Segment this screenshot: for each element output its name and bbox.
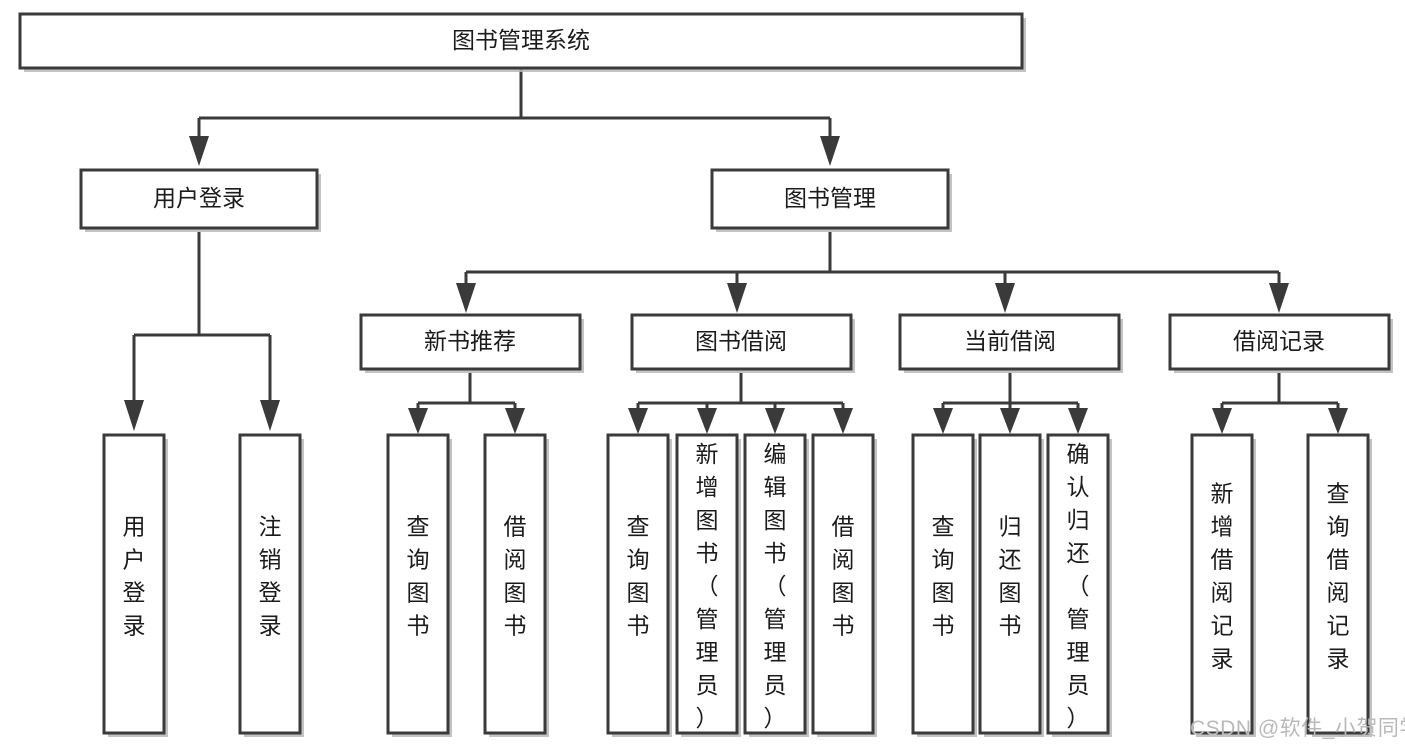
arrow-bm-to-borrowrecord (1269, 283, 1289, 313)
node-current-borrow[interactable]: 当前借阅 (898, 313, 1123, 373)
leaf-query-record[interactable]: 查询借阅记录 (1306, 433, 1372, 737)
arrow-bb-leaf-4 (833, 408, 853, 434)
leaf-add-record-label: 新增借阅记录 (1211, 481, 1234, 672)
node-current-borrow-label: 当前借阅 (964, 328, 1056, 354)
leaf-query-book-3-box (911, 433, 975, 735)
leaf-edit-book-label: 编辑图书（管理员） (764, 441, 787, 731)
leaf-return-book[interactable]: 归还图书 (978, 433, 1044, 737)
leaf-query-book-1-box (386, 433, 450, 735)
node-user-login-box (79, 168, 319, 230)
arrow-cb-leaf-1 (933, 408, 953, 434)
arrow-userlogin-leaf-2 (260, 400, 280, 431)
leaf-query-book-3[interactable]: 查询图书 (911, 433, 977, 737)
node-borrow-record-label: 借阅记录 (1233, 328, 1325, 354)
leaf-return-book-label: 归还图书 (999, 514, 1022, 639)
leaf-confirm-return-label: 确认归还（管理员） (1067, 441, 1090, 731)
node-book-manage-box (710, 168, 950, 230)
arrow-br-leaf-2 (1328, 408, 1348, 434)
node-new-book-rec-box (359, 313, 582, 371)
leaf-add-book-label: 新增图书（管理员） (696, 441, 719, 731)
leaf-borrow-book-2-label: 借阅图书 (832, 514, 855, 639)
leaf-query-book-3-label: 查询图书 (932, 514, 955, 639)
leaf-user-logout[interactable]: 注销登录 (238, 433, 304, 737)
node-book-borrow-label: 图书借阅 (695, 328, 787, 354)
arrow-root-to-userlogin (189, 136, 209, 166)
leaf-borrow-book-1-label: 借阅图书 (504, 514, 527, 639)
leaf-edit-book-box (743, 433, 807, 735)
leaf-query-book-1-label: 查询图书 (407, 514, 430, 639)
leaf-add-book-box (675, 433, 739, 735)
leaf-borrow-book-2[interactable]: 借阅图书 (811, 433, 877, 737)
node-book-manage[interactable]: 图书管理 (710, 168, 952, 232)
leaf-query-record-label: 查询借阅记录 (1327, 481, 1350, 672)
leaf-query-book-2-label: 查询图书 (627, 514, 650, 639)
leaf-confirm-return-box (1046, 433, 1110, 735)
leaf-add-record[interactable]: 新增借阅记录 (1190, 433, 1256, 737)
arrow-bm-to-currentborrow (995, 283, 1015, 313)
leaf-query-book-2[interactable]: 查询图书 (606, 433, 672, 737)
leaf-borrow-book-1-box (483, 433, 547, 735)
leaf-add-book[interactable]: 新增图书（管理员） (675, 433, 741, 737)
arrow-cb-leaf-3 (1068, 408, 1088, 434)
node-borrow-record[interactable]: 借阅记录 (1168, 313, 1393, 373)
node-new-book-rec[interactable]: 新书推荐 (359, 313, 584, 373)
arrow-bb-leaf-1 (628, 408, 648, 434)
node-book-manage-label: 图书管理 (784, 185, 876, 211)
leaf-query-book-2-box (606, 433, 670, 735)
leaf-add-record-box (1190, 433, 1254, 735)
arrow-bb-leaf-2 (697, 408, 717, 434)
arrow-root-to-bookmanage (820, 136, 840, 166)
leaf-user-logout-box (238, 433, 302, 735)
leaf-borrow-book-1[interactable]: 借阅图书 (483, 433, 549, 737)
leaf-user-login[interactable]: 用户登录 (102, 433, 168, 737)
node-book-borrow-box (630, 313, 853, 371)
node-current-borrow-box (898, 313, 1121, 371)
arrow-br-leaf-1 (1212, 408, 1232, 434)
leaf-borrow-book-2-box (811, 433, 875, 735)
leaf-user-logout-label: 注销登录 (259, 514, 282, 639)
leaf-return-book-box (978, 433, 1042, 735)
leaf-query-record-box (1306, 433, 1370, 735)
arrow-nb-leaf-2 (505, 408, 525, 434)
node-borrow-record-box (1168, 313, 1391, 371)
arrow-cb-leaf-2 (1000, 408, 1020, 434)
csdn-watermark: CSDN @软件_小贺同学 (1190, 717, 1405, 740)
arrow-userlogin-leaf-1 (124, 400, 144, 431)
arrow-nb-leaf-1 (408, 408, 428, 434)
leaf-query-book-1[interactable]: 查询图书 (386, 433, 452, 737)
connector-group (124, 68, 1348, 434)
leaf-user-login-box (102, 433, 166, 735)
node-root-box (18, 12, 1024, 70)
leaf-confirm-return[interactable]: 确认归还（管理员） (1046, 433, 1112, 737)
arrow-bm-to-bookborrow (727, 283, 747, 313)
node-root-label: 图书管理系统 (452, 27, 590, 53)
node-new-book-rec-label: 新书推荐 (424, 328, 516, 354)
leaf-user-login-label: 用户登录 (123, 514, 146, 639)
node-root[interactable]: 图书管理系统 (18, 12, 1026, 72)
node-user-login[interactable]: 用户登录 (79, 168, 321, 232)
leaf-edit-book[interactable]: 编辑图书（管理员） (743, 433, 809, 737)
node-book-borrow[interactable]: 图书借阅 (630, 313, 855, 373)
arrow-bb-leaf-3 (765, 408, 785, 434)
arrow-bm-to-newbook (456, 283, 476, 313)
node-user-login-label: 用户登录 (153, 185, 245, 211)
